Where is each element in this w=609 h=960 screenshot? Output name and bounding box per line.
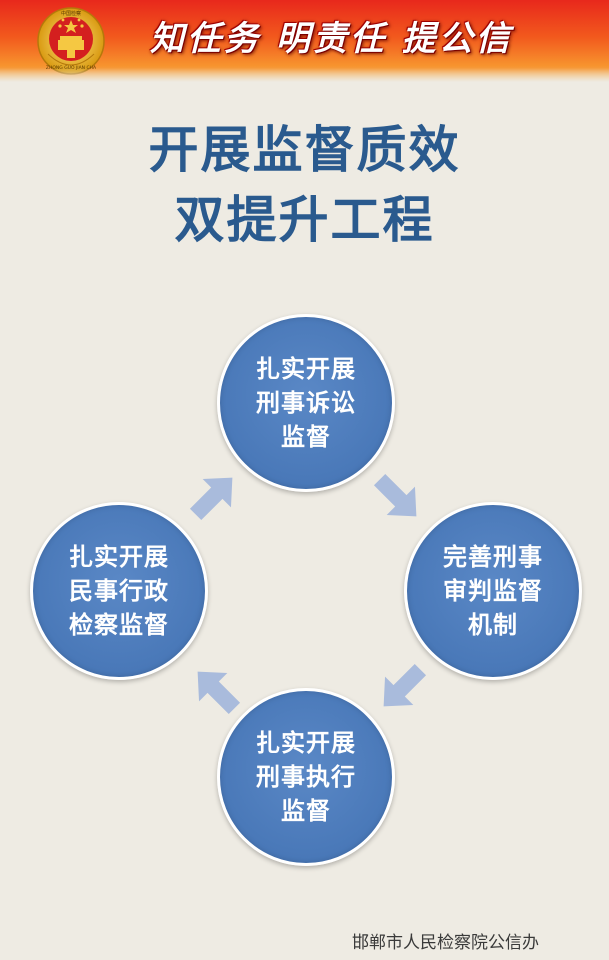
cycle-step-line: 监督	[281, 797, 331, 825]
emblem-top-text: 中国检察	[61, 10, 81, 17]
procuratorate-emblem-icon: ZHONG GUO JIAN CHA 中国检察	[37, 7, 105, 75]
header-slogan: 知任务 明责任 提公信	[150, 19, 513, 59]
arrow-down-right-icon	[373, 473, 417, 517]
emblem-text: ZHONG GUO JIAN CHA	[46, 65, 97, 71]
cycle-step-line: 扎实开展	[256, 729, 356, 757]
cycle-step-text: 扎实开展 民事行政 检察监督	[69, 540, 169, 642]
cycle-step-criminal-litigation: 扎实开展 刑事诉讼 监督	[217, 314, 395, 492]
cycle-step-line: 扎实开展	[256, 355, 356, 383]
cycle-step-line: 扎实开展	[69, 543, 169, 571]
cycle-step-line: 审判监督	[443, 577, 543, 605]
arrow-down-left-icon	[383, 663, 427, 707]
cycle-step-line: 监督	[281, 423, 331, 451]
cycle-step-line: 检察监督	[69, 611, 169, 639]
cycle-step-criminal-execution: 扎实开展 刑事执行 监督	[217, 688, 395, 866]
cycle-step-line: 民事行政	[69, 577, 169, 605]
arrow-up-left-icon	[197, 671, 241, 715]
cycle-step-text: 扎实开展 刑事执行 监督	[256, 726, 356, 828]
cycle-step-text: 扎实开展 刑事诉讼 监督	[256, 352, 356, 454]
footer-organization: 邯郸市人民检察院公信办	[352, 933, 539, 953]
header-banner: ZHONG GUO JIAN CHA 中国检察 知任务 明责任 提公信	[0, 0, 609, 82]
cycle-step-civil-administrative: 扎实开展 民事行政 检察监督	[30, 502, 208, 680]
cycle-step-line: 机制	[468, 611, 518, 639]
cycle-step-line: 刑事执行	[256, 763, 356, 791]
page-title-line-2: 双提升工程	[174, 191, 435, 249]
cycle-step-criminal-trial: 完善刑事 审判监督 机制	[404, 502, 582, 680]
arrow-up-right-icon	[189, 477, 233, 521]
cycle-step-line: 完善刑事	[443, 543, 543, 571]
cycle-step-text: 完善刑事 审判监督 机制	[443, 540, 543, 642]
cycle-step-line: 刑事诉讼	[256, 389, 356, 417]
page-title-line-1: 开展监督质效	[148, 121, 461, 179]
